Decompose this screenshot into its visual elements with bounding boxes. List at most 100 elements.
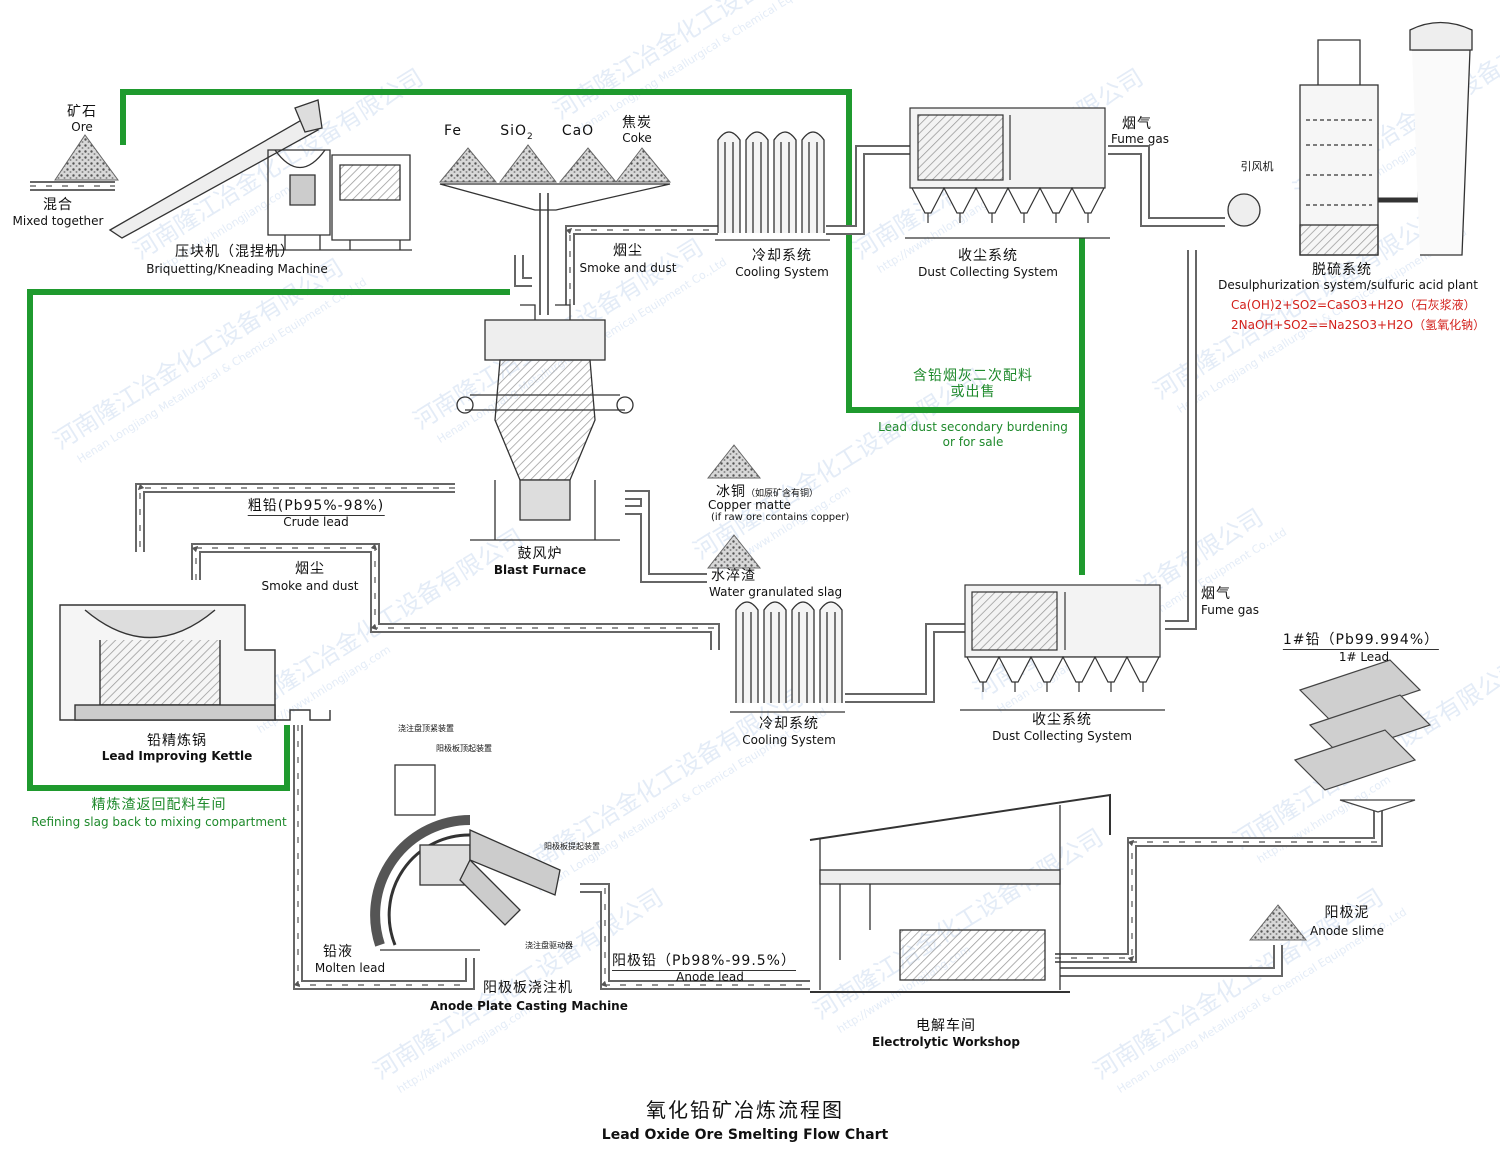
desulph-label-cn: 脱硫系统 bbox=[1312, 262, 1372, 278]
process-pipes-arrows bbox=[30, 185, 1378, 988]
matte-slag-piles bbox=[706, 444, 762, 569]
cooling-system-mid bbox=[730, 601, 845, 713]
slag-label-en: Water granulated slag bbox=[709, 585, 843, 599]
one-lead-en: 1# Lead bbox=[1338, 650, 1390, 664]
electro-en: Electrolytic Workshop bbox=[871, 1035, 1021, 1049]
dust-collector-top bbox=[905, 107, 1110, 239]
matte-label-cn: 冰铜（如原矿含有铜） bbox=[716, 484, 819, 500]
coke-label-en: Coke bbox=[622, 131, 652, 145]
matte-label-en: Copper matte bbox=[708, 498, 791, 512]
dust-collector-mid bbox=[960, 584, 1165, 711]
anode-lead-en: Anode lead bbox=[676, 970, 744, 984]
page-title-cn: 氧化铅矿冶炼流程图 bbox=[646, 1098, 844, 1122]
pipe-refining-slag bbox=[27, 289, 510, 791]
casting-en: Anode Plate Casting Machine bbox=[430, 999, 628, 1013]
cao-label: CaO bbox=[561, 123, 595, 139]
smoke-mid-en: Smoke and dust bbox=[261, 579, 359, 593]
dust-hopper bbox=[998, 656, 1032, 683]
dust-mid-en: Dust Collecting System bbox=[992, 729, 1132, 743]
cooling-tube bbox=[773, 131, 797, 233]
leaddust-cn-1: 含铅烟灰二次配料 bbox=[913, 368, 1033, 384]
dust-hopper bbox=[1071, 187, 1105, 214]
electrolytic-workshop bbox=[809, 793, 1111, 993]
dust-hopper bbox=[911, 187, 945, 214]
fe-label: Fe bbox=[444, 123, 462, 139]
cooling-system-top bbox=[715, 131, 830, 241]
leaddust-en-2: or for sale bbox=[942, 435, 1004, 449]
watermark-url: Henan Longjiang Metallurgical & Chemical… bbox=[75, 275, 369, 466]
slime-en: Anode slime bbox=[1310, 924, 1384, 938]
formula-1: Ca(OH)2+SO2=CaSO3+H2O（石灰浆液） bbox=[1231, 298, 1476, 312]
cooling-tube bbox=[745, 131, 769, 233]
smoke-top-en: Smoke and dust bbox=[579, 261, 677, 275]
dust-mid-cn: 收尘系统 bbox=[1032, 712, 1092, 728]
coke-label-cn: 焦炭 bbox=[622, 115, 652, 131]
cast-part-4: 浇注盘驱动器 bbox=[525, 941, 573, 950]
fume-mid-en: Fume gas bbox=[1201, 603, 1259, 617]
slime-cn: 阳极泥 bbox=[1324, 905, 1370, 921]
kettle-en: Lead Improving Kettle bbox=[101, 749, 253, 763]
briquetting-label-en: Briquetting/Kneading Machine bbox=[146, 262, 328, 276]
cooling-tube bbox=[801, 131, 825, 233]
cast-part-3: 阳极板提起装置 bbox=[544, 842, 600, 851]
slag-label-cn: 水淬渣 bbox=[711, 568, 756, 584]
blast-furnace bbox=[456, 304, 634, 541]
leaddust-en-1: Lead dust secondary burdening bbox=[878, 420, 1068, 434]
dust-hopper bbox=[1030, 656, 1064, 683]
refslag-en: Refining slag back to mixing compartment bbox=[31, 815, 287, 829]
one-lead-cn: 1#铅（Pb99.994%） bbox=[1282, 632, 1440, 650]
raw-material-piles bbox=[438, 144, 672, 211]
blast-furnace-cn: 鼓风炉 bbox=[517, 546, 563, 562]
refslag-cn: 精炼渣返回配料车间 bbox=[91, 797, 227, 813]
mixed-label-en: Mixed together bbox=[12, 214, 104, 228]
molten-lead-cn: 铅液 bbox=[323, 944, 353, 960]
anode-lead-cn: 阳极铅（Pb98%-99.5%） bbox=[612, 953, 796, 971]
lead-ingots bbox=[1293, 659, 1432, 813]
anode-casting-machine bbox=[370, 764, 561, 951]
electro-cn: 电解车间 bbox=[916, 1018, 976, 1034]
cooling-tube bbox=[735, 601, 759, 703]
pipe-dust-burdening bbox=[846, 225, 1085, 413]
dust-hopper bbox=[1094, 656, 1128, 683]
watermark-text: 河南隆江冶金化工设备有限公司 bbox=[808, 823, 1108, 1025]
cast-part-1: 浇注盘顶紧装置 bbox=[398, 724, 454, 733]
casting-cn: 阳极板浇注机 bbox=[483, 980, 573, 996]
cast-part-2: 阳极板顶起装置 bbox=[436, 744, 492, 753]
cooling-mid-cn: 冷却系统 bbox=[759, 716, 819, 732]
ore-label-en: Ore bbox=[71, 120, 93, 134]
dust-hopper bbox=[1062, 656, 1096, 683]
blast-furnace-en: Blast Furnace bbox=[493, 563, 587, 577]
ore-label-cn: 矿石 bbox=[67, 104, 97, 120]
kettle-cn: 铅精炼锅 bbox=[147, 733, 207, 749]
dust-hopper bbox=[943, 187, 977, 214]
dust-hopper bbox=[1039, 187, 1073, 214]
dust-hopper bbox=[1007, 187, 1041, 214]
crude-lead-cn: 粗铅(Pb95%-98%) bbox=[247, 498, 385, 516]
dust-hopper bbox=[1126, 656, 1160, 683]
smoke-mid-cn: 烟尘 bbox=[295, 561, 325, 577]
cooling-tube bbox=[791, 601, 815, 703]
cooling-tube bbox=[717, 131, 741, 233]
dust-top-cn: 收尘系统 bbox=[958, 248, 1018, 264]
smoke-top-cn: 烟尘 bbox=[613, 243, 643, 259]
cooling-top-cn: 冷却系统 bbox=[752, 248, 812, 264]
watermark-text: 河南隆江冶金化工设备有限公司 bbox=[508, 683, 808, 885]
briquetting-machine bbox=[108, 99, 412, 251]
formula-2: 2NaOH+SO2==Na2SO3+H2O（氢氧化钠） bbox=[1231, 318, 1486, 332]
crude-lead-en: Crude lead bbox=[283, 515, 349, 529]
lead-improving-kettle bbox=[59, 604, 331, 721]
dust-hopper bbox=[975, 187, 1009, 214]
fume-top-en: Fume gas bbox=[1111, 132, 1169, 146]
cooling-top-en: Cooling System bbox=[735, 265, 829, 279]
page-title-en: Lead Oxide Ore Smelting Flow Chart bbox=[601, 1127, 889, 1143]
fume-mid-cn: 烟气 bbox=[1201, 586, 1231, 602]
desulphurization-tower bbox=[1227, 21, 1473, 256]
recycle-pipes bbox=[27, 89, 1085, 791]
cooling-mid-en: Cooling System bbox=[742, 733, 836, 747]
anode-slime-pile bbox=[1248, 904, 1308, 941]
cooling-tube bbox=[763, 601, 787, 703]
pipe-ore-return bbox=[120, 89, 852, 225]
ore-pile bbox=[54, 134, 119, 181]
